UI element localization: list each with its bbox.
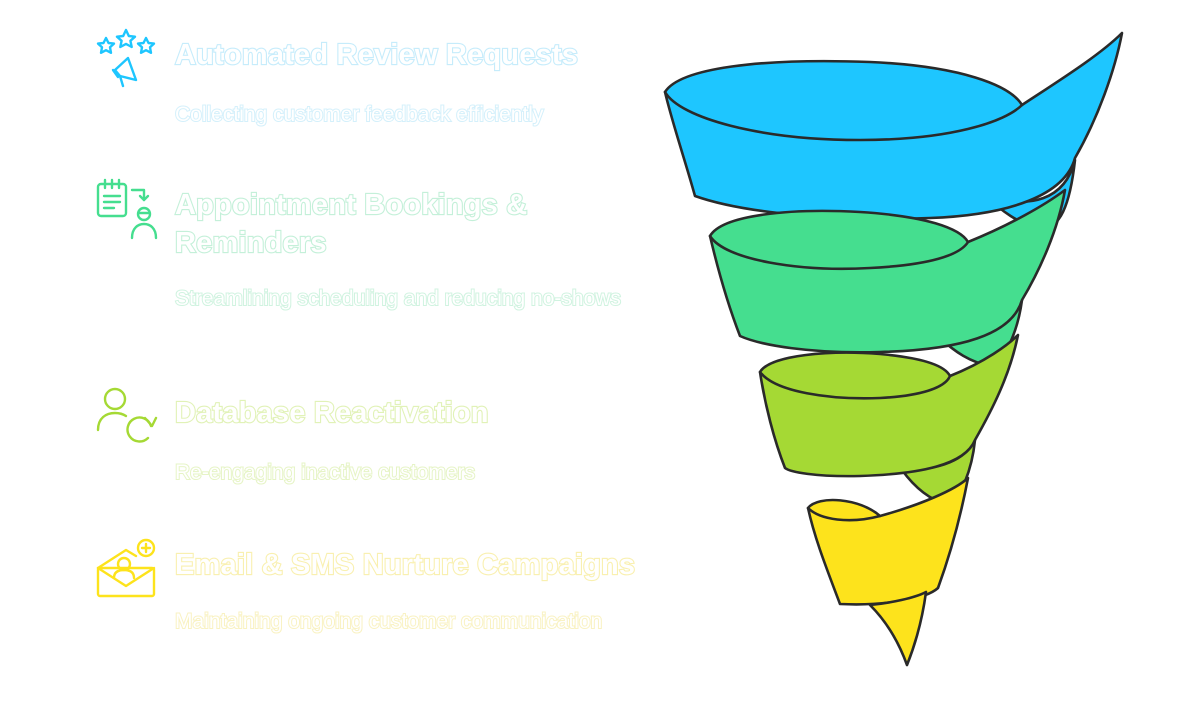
envelope-person-add-icon xyxy=(96,538,158,600)
spiral-funnel-graphic xyxy=(663,31,1124,667)
step-title: Appointment Bookings & Reminders xyxy=(174,188,528,260)
step-title: Database Reactivation xyxy=(174,396,490,430)
step-description: Streamlining scheduling and reducing no-… xyxy=(174,286,622,311)
step-description: Collecting customer feedback efficiently xyxy=(174,102,544,127)
review-stars-megaphone-icon xyxy=(96,28,158,90)
funnel-band-green xyxy=(708,188,1067,354)
funnel-tip xyxy=(868,590,928,667)
funnel-band-yellow xyxy=(806,476,970,606)
user-refresh-icon xyxy=(96,386,158,448)
step-description: Re-engaging inactive customers xyxy=(174,460,476,485)
step-title: Email & SMS Nurture Campaigns xyxy=(174,548,636,582)
calendar-person-icon xyxy=(96,178,158,240)
funnel-band-blue xyxy=(663,31,1124,221)
funnel-band-lime xyxy=(758,333,1020,478)
step-description: Maintaining ongoing customer communicati… xyxy=(174,609,603,634)
step-title: Automated Review Requests xyxy=(174,38,579,72)
